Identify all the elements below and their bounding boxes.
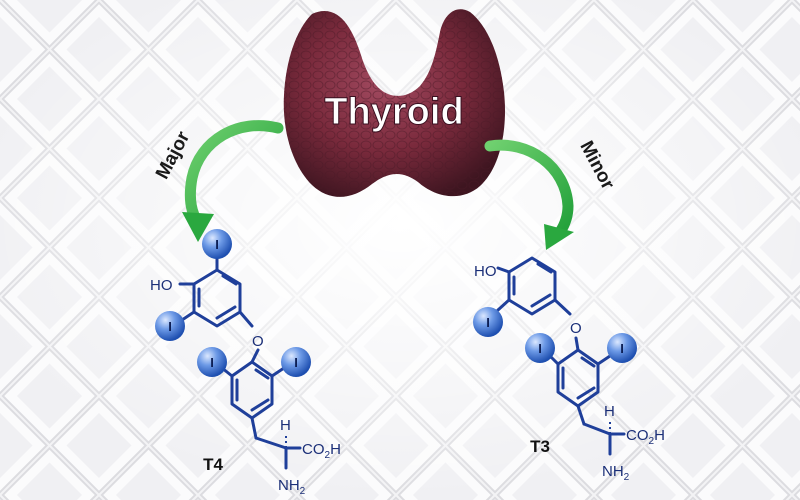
t4-hydrogen-label: H — [280, 417, 291, 434]
thyroid-gland-illustration: Thyroid — [283, 9, 505, 197]
t4-iodine-atom: I — [202, 229, 232, 259]
t3-oxygen-label: O — [570, 320, 582, 337]
t4-oxygen-label: O — [252, 333, 264, 350]
t3-amine-label: NH2 — [602, 463, 630, 483]
svg-text:I: I — [538, 341, 542, 356]
t4-name-label: T4 — [203, 455, 223, 474]
svg-text:I: I — [486, 315, 490, 330]
t4-carboxyl-label: CO2H — [302, 441, 341, 461]
t3-iodine-atom: I — [607, 333, 637, 363]
t3-structure: HO O H CO2H NH2 I I I — [473, 256, 665, 483]
svg-text:I: I — [294, 355, 298, 370]
t4-iodine-atom: I — [197, 347, 227, 377]
t4-structure: HO O H CO2H NH2 I I — [150, 229, 341, 497]
t4-amine-label: NH2 — [278, 477, 306, 497]
minor-arrow — [484, 139, 574, 250]
svg-text:I: I — [215, 237, 219, 252]
t3-iodine-atom: I — [473, 307, 503, 337]
t3-hydroxyl-label: HO — [474, 263, 497, 280]
svg-text:I: I — [168, 319, 172, 334]
major-arrow — [182, 120, 284, 242]
thyroid-label: Thyroid — [324, 91, 463, 133]
t3-name-label: T3 — [530, 437, 550, 456]
t4-hydroxyl-label: HO — [150, 277, 173, 294]
t3-hydrogen-label: H — [604, 403, 615, 420]
t4-iodine-atom: I — [281, 347, 311, 377]
t3-carboxyl-label: CO2H — [626, 427, 665, 447]
t4-iodine-atom: I — [155, 311, 185, 341]
t3-iodine-atom: I — [525, 333, 555, 363]
svg-text:I: I — [210, 355, 214, 370]
svg-text:I: I — [620, 341, 624, 356]
